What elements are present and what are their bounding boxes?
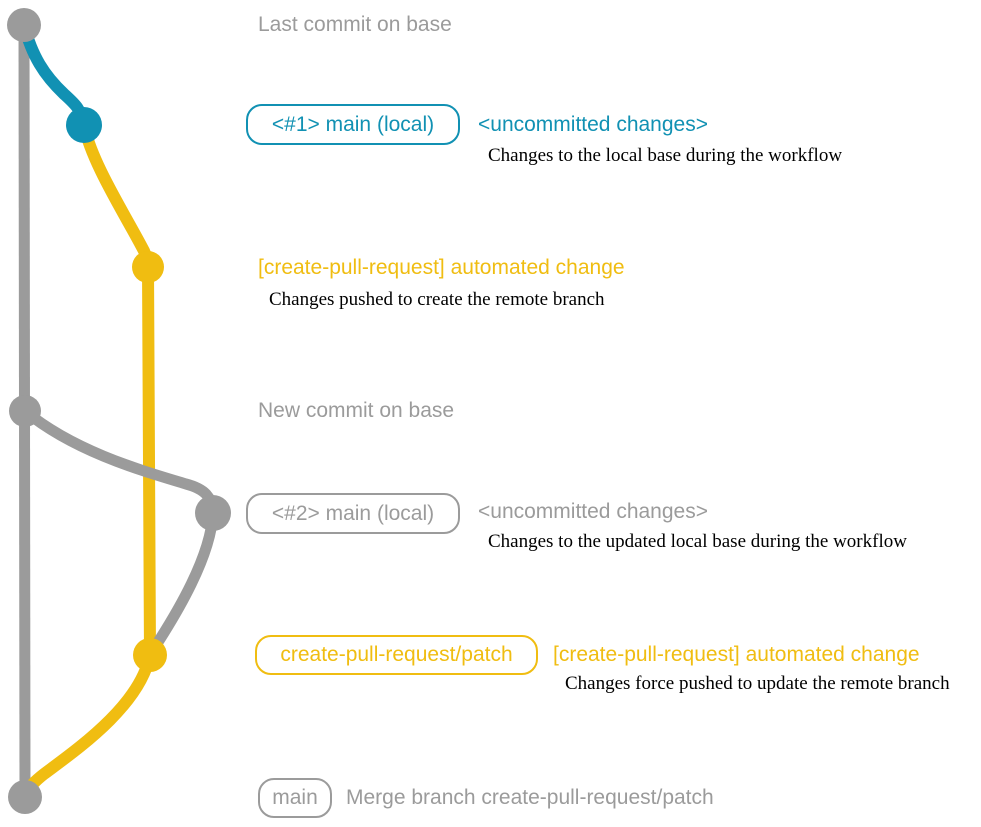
branch-badge-main-text: main (272, 786, 318, 809)
commit-node-uncommitted-2 (195, 495, 231, 531)
create-pull-request-branch-edge (19, 119, 157, 801)
commit-node-automated-change-1 (132, 251, 164, 283)
commit-node-uncommitted-1 (66, 107, 102, 143)
commit-node-last-base (7, 8, 41, 42)
label-new-commit-on-base: New commit on base (258, 399, 455, 422)
commit-desc-uncommitted-2: Changes to the updated local base during… (488, 531, 907, 552)
commit-node-merge (8, 780, 42, 814)
branch-badge-create-pull-request-patch: create-pull-request/patch (255, 635, 538, 675)
branch-badge-main: main (258, 778, 332, 818)
commit-title-automated-change-1: [create-pull-request] automated change (258, 256, 625, 279)
commit-node-automated-change-2 (133, 638, 167, 672)
branch-badge-main-local-1-text: <#1> main (local) (271, 112, 435, 136)
updated-local-edge (19, 405, 219, 659)
branch-badge-main-local-1: <#1> main (local) (246, 104, 460, 145)
commit-title-merge: Merge branch create-pull-request/patch (346, 786, 714, 809)
branch-badge-main-local-2: <#2> main (local) (246, 493, 460, 534)
branch-badge-create-pull-request-patch-text: create-pull-request/patch (280, 643, 513, 666)
commit-node-new-base (9, 395, 41, 427)
commit-desc-uncommitted-1: Changes to the local base during the wor… (488, 145, 843, 166)
branch-badge-main-local-2-text: <#2> main (local) (271, 501, 435, 525)
commit-title-uncommitted-2: <uncommitted changes> (478, 500, 708, 523)
commit-title-uncommitted-1: <uncommitted changes> (478, 113, 708, 136)
commit-desc-automated-change-2: Changes force pushed to update the remot… (565, 673, 950, 694)
label-last-commit-on-base: Last commit on base (258, 13, 452, 36)
commit-desc-automated-change-1: Changes pushed to create the remote bran… (269, 289, 605, 310)
commit-title-automated-change-2: [create-pull-request] automated change (553, 643, 920, 666)
